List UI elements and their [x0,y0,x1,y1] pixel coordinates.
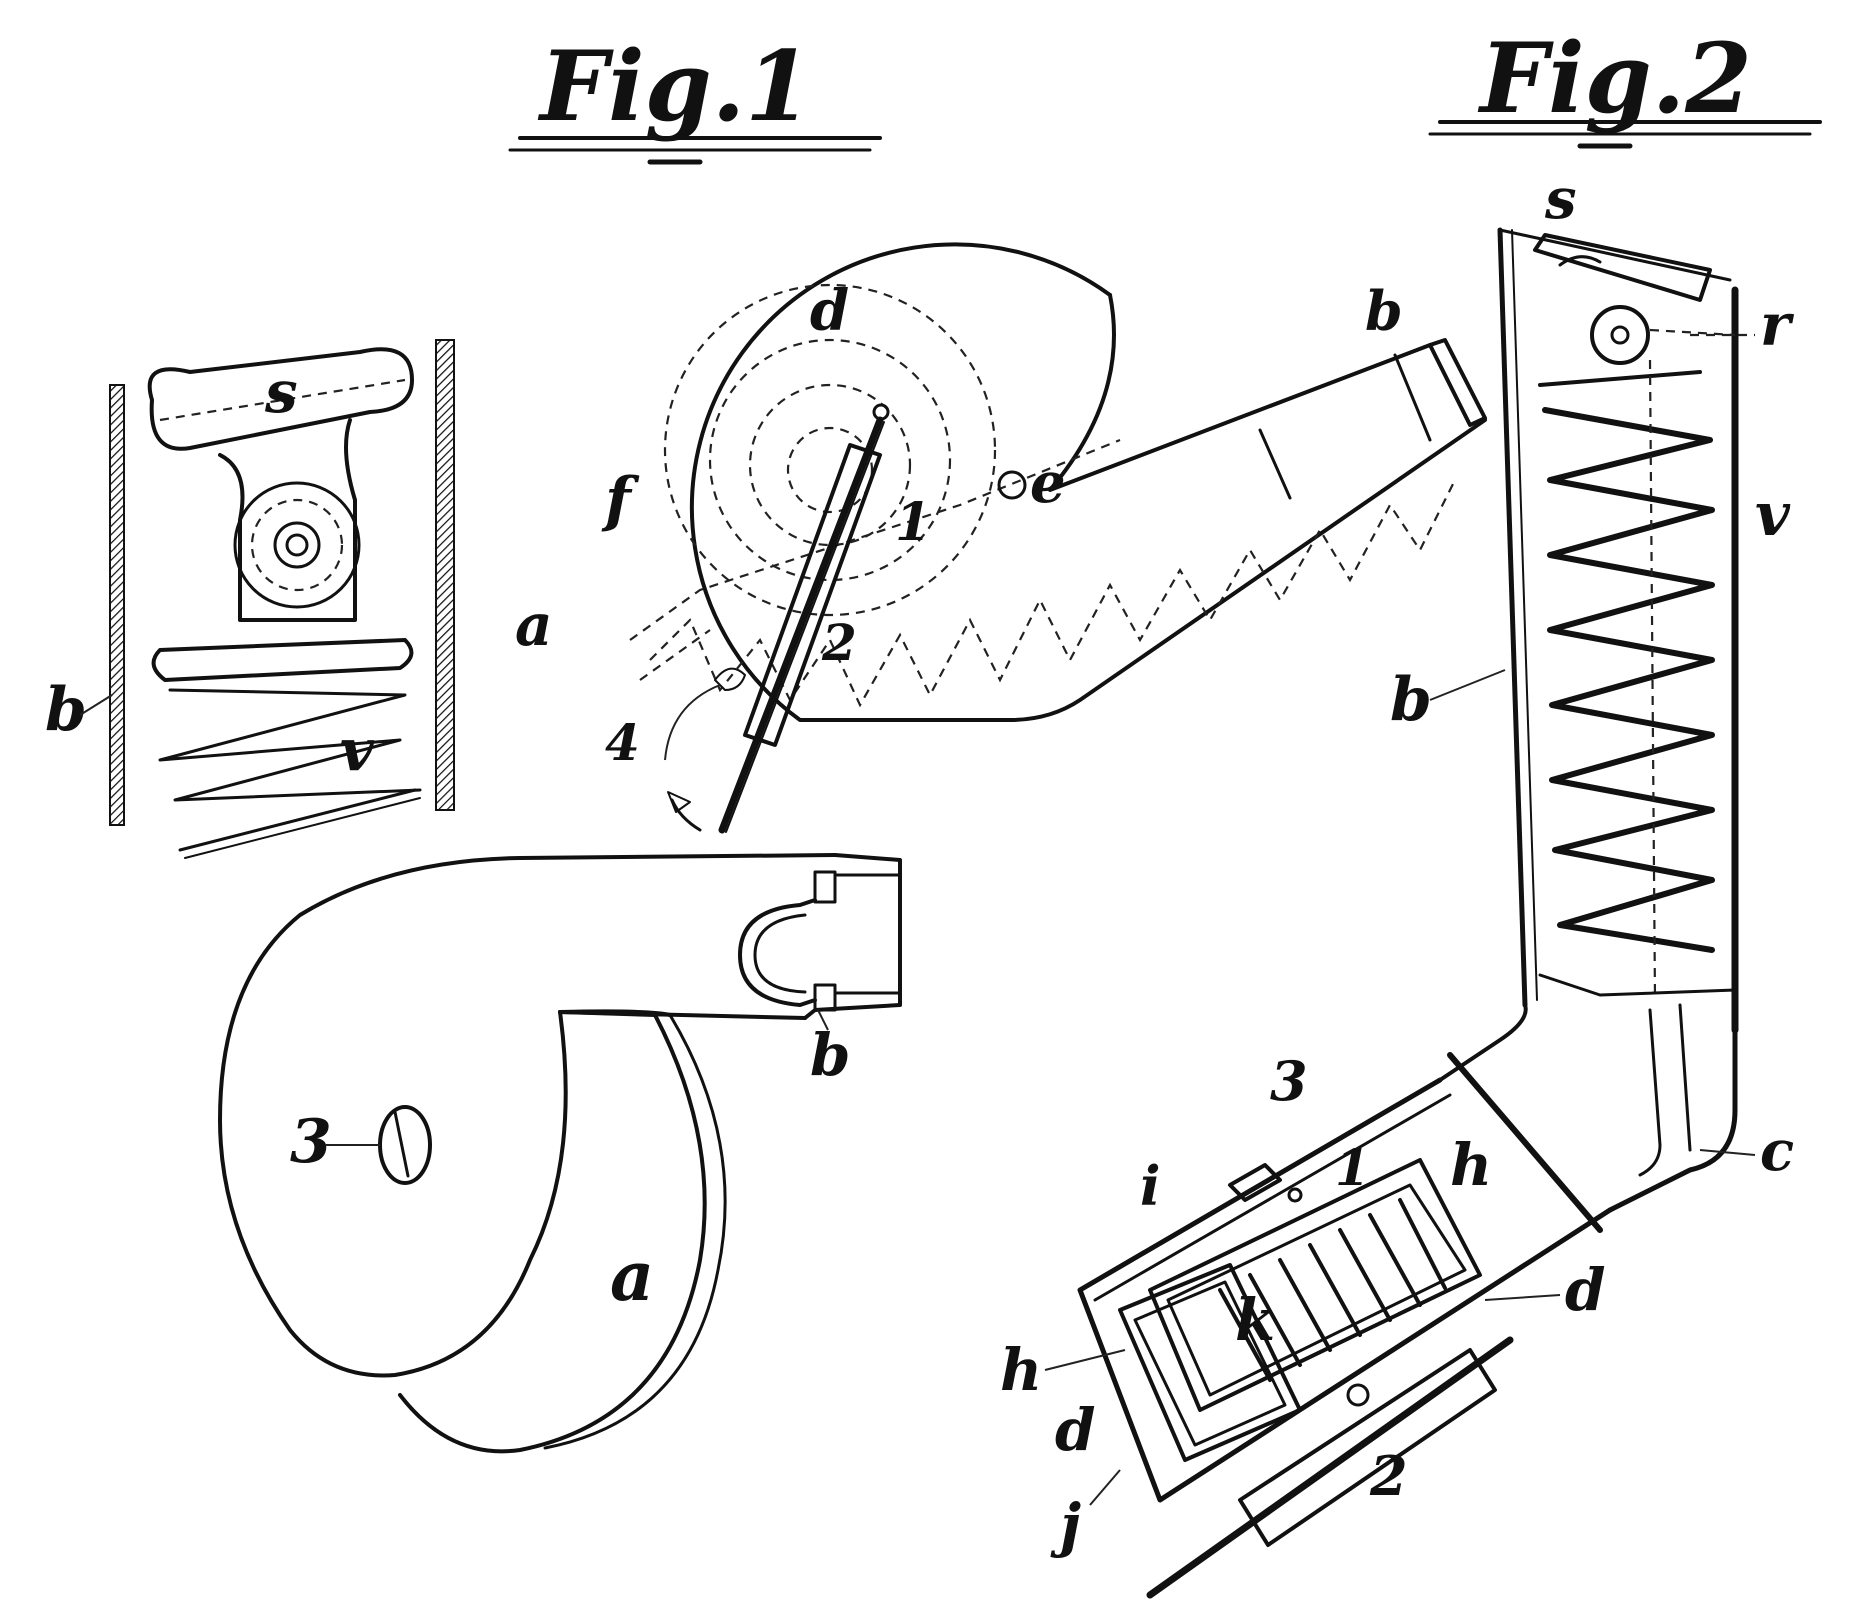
fig2-roller [1592,307,1648,363]
detail-right-wall [436,340,454,810]
detail-label-s: s [264,358,298,426]
fig2-label-i: i [1140,1154,1161,1218]
persp-label-3: 3 [290,1107,332,1177]
fig2-label-j: j [1050,1491,1081,1559]
fig2-label-r: r [1760,291,1795,359]
fig1-title-group: Fig.1 [510,30,880,162]
detail-left-wall [110,385,124,825]
top-label-e: e [1030,450,1066,516]
fig1-detail-view: s b v [45,340,454,858]
detail-label-v: v [340,716,375,784]
top-label-4: 4 [605,713,640,772]
fig2-label-v: v [1755,480,1791,550]
fig2-label-h-left: h [1000,1336,1042,1404]
top-label-1: 1 [895,492,931,553]
fig2-spring [1545,410,1712,950]
fig2-label-2: 2 [1369,1444,1408,1508]
detail-label-b: b [45,675,87,745]
fig2-label-s: s [1544,166,1577,232]
top-label-d: d [810,278,849,344]
fig2-label-c: c [1760,1118,1794,1184]
crank-rod [722,405,888,832]
top-label-b: b [1365,279,1403,343]
fig1-title: Fig.1 [537,30,812,143]
fig2-title-group: Fig.2 [1430,22,1820,146]
fig2-view: s r v b c 3 i 1 h d k h d j 2 [1000,166,1795,1595]
tube-left-wall [1500,230,1525,1005]
fig2-label-3: 3 [1270,1049,1308,1113]
persp-label-a: a [610,1237,654,1317]
fig2-label-k: k [1235,1286,1275,1354]
top-label-a: a [515,591,553,659]
top-label-2: 2 [821,613,857,672]
fig2-label-b: b [1390,665,1432,735]
fig2-title: Fig.2 [1477,22,1752,135]
top-label-f: f [601,465,640,535]
fig1-top-view: d f 1 e a 2 4 b [515,244,1485,832]
fig1-perspective-view: 3 a b [220,855,900,1451]
fig2-label-1: 1 [1335,1138,1370,1197]
fig2-label-d-left: d [1055,1396,1096,1464]
fig2-label-d-right: d [1565,1256,1606,1324]
detail-spring [160,690,420,800]
persp-label-b: b [810,1021,851,1089]
fig2-label-h-top: h [1450,1131,1492,1199]
